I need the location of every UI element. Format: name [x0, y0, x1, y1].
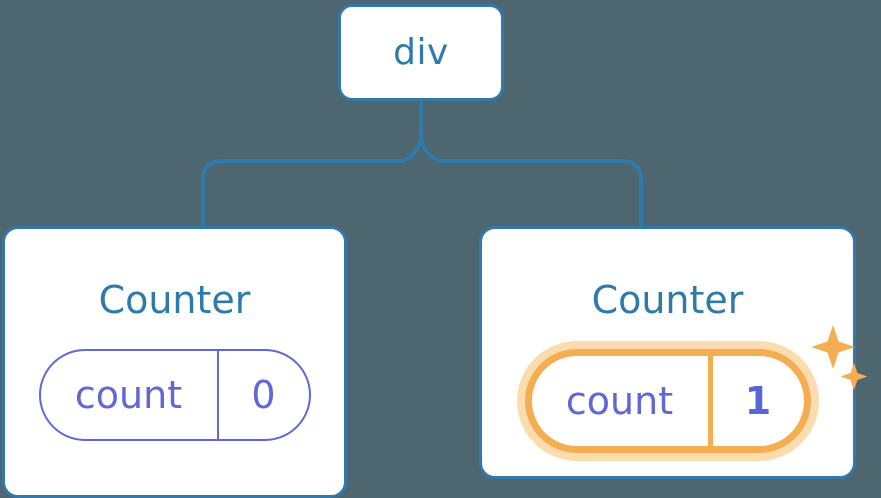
node-counter-left[interactable]: Counter count 0	[2, 226, 347, 498]
node-counter-right[interactable]: Counter count 1	[479, 226, 867, 479]
state-pill-left[interactable]: count 0	[38, 349, 311, 441]
state-pill-wrapper-left: count 0	[38, 349, 311, 441]
sparkles-icon	[810, 325, 867, 390]
node-counter-right-title: Counter	[591, 278, 744, 322]
state-pill-wrapper-right: count 1	[524, 325, 867, 453]
node-div[interactable]: div	[338, 4, 504, 101]
state-key-left: count	[41, 351, 219, 439]
state-value-right: 1	[744, 379, 772, 423]
node-counter-left-title: Counter	[98, 278, 251, 322]
sparkle-small-icon	[840, 363, 867, 390]
state-pill-right[interactable]: count 1	[524, 349, 811, 453]
state-value-left: 0	[251, 373, 276, 417]
state-key-right: count	[532, 356, 713, 446]
sparkle-large-icon	[810, 325, 855, 369]
node-div-label: div	[393, 31, 449, 73]
